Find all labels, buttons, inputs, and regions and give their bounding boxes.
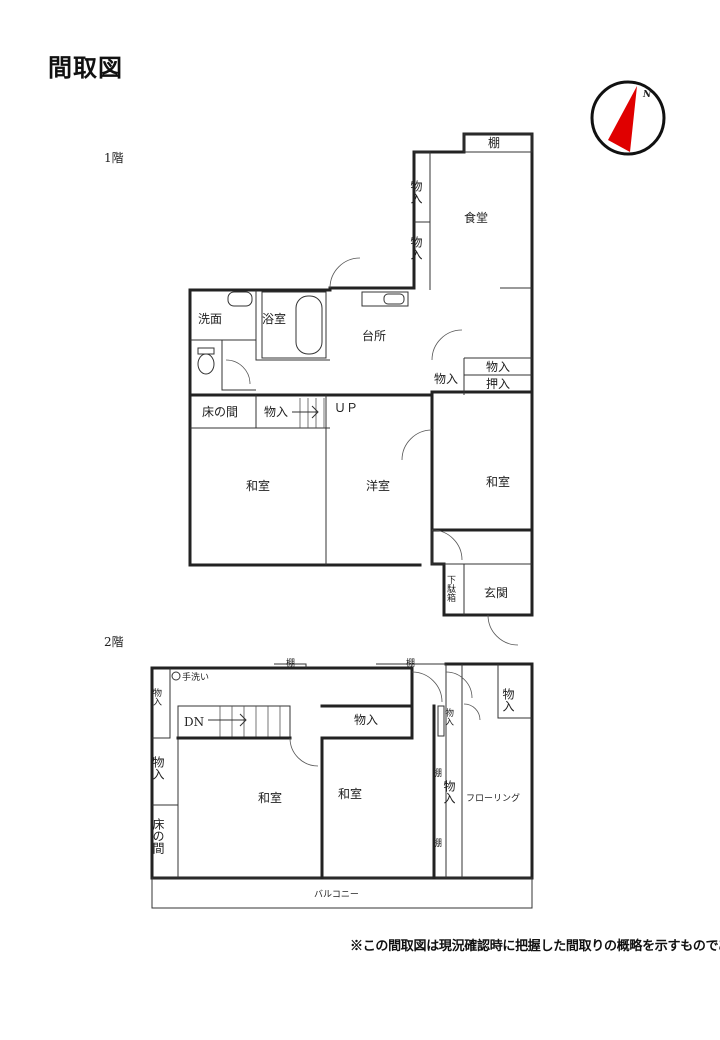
floor1-labels: 棚 物入 物入 食堂 洗面 浴室 台所 物入 物入 押入 床の間 物入 ＵＰ 和… (198, 135, 510, 603)
room-label: 和室 (338, 786, 362, 801)
room-label: 物入 (501, 688, 515, 712)
room-label: 物入 (486, 360, 510, 374)
room-label: 和室 (258, 790, 282, 805)
room-label: 棚 (406, 657, 415, 669)
room-label: 洋室 (366, 478, 390, 493)
room-label: 床の間 (151, 818, 165, 854)
compass: N (590, 80, 666, 156)
room-label: 棚 (488, 135, 500, 150)
floor1-walls (188, 132, 534, 646)
disclaimer-note: ※この間取図は現況確認時に把握した間取りの概略を示すものである (350, 939, 720, 954)
compass-needle-icon (608, 86, 637, 152)
room-label: DN (184, 715, 204, 729)
room-label: 物入 (442, 780, 456, 804)
room-label: ＵＰ (334, 401, 358, 415)
room-label: 物入 (409, 180, 423, 204)
page-title: 間取図 (48, 54, 123, 82)
floor2-heading: 2階 (104, 634, 124, 649)
room-label: 押入 (486, 377, 510, 391)
room-label: バルコニー (314, 889, 359, 900)
room-label: 物入 (151, 687, 162, 706)
floor1-heading: 1階 (104, 150, 124, 165)
room-label: 物入 (434, 372, 458, 386)
room-label: 床の間 (202, 405, 238, 419)
room-label: 食堂 (464, 210, 488, 225)
room-label: 台所 (362, 328, 386, 343)
room-label: フローリング (466, 792, 520, 804)
room-label: 物入 (354, 713, 378, 727)
room-label: 和室 (246, 478, 270, 493)
room-label: 棚 (431, 767, 442, 778)
room-label: 棚 (286, 657, 295, 669)
room-label: 物入 (151, 756, 165, 780)
room-label: 玄関 (484, 585, 508, 600)
room-label: 洗面 (198, 312, 222, 326)
room-label: 手洗い (182, 671, 209, 683)
room-label: 物入 (264, 405, 288, 419)
room-label: 下駄箱 (445, 575, 456, 603)
room-label: 棚 (431, 837, 442, 848)
room-label: 浴室 (262, 311, 286, 326)
floor2-walls (150, 662, 534, 909)
compass-north-label: N (642, 90, 652, 100)
floor2-labels: 棚 棚 手洗い 物入 DN 物入 物入 物入 物入 物入 床の間 和室 和室 棚… (151, 657, 520, 900)
room-label: 和室 (486, 474, 510, 489)
room-label: 物入 (409, 236, 423, 260)
room-label: 物入 (443, 707, 454, 726)
